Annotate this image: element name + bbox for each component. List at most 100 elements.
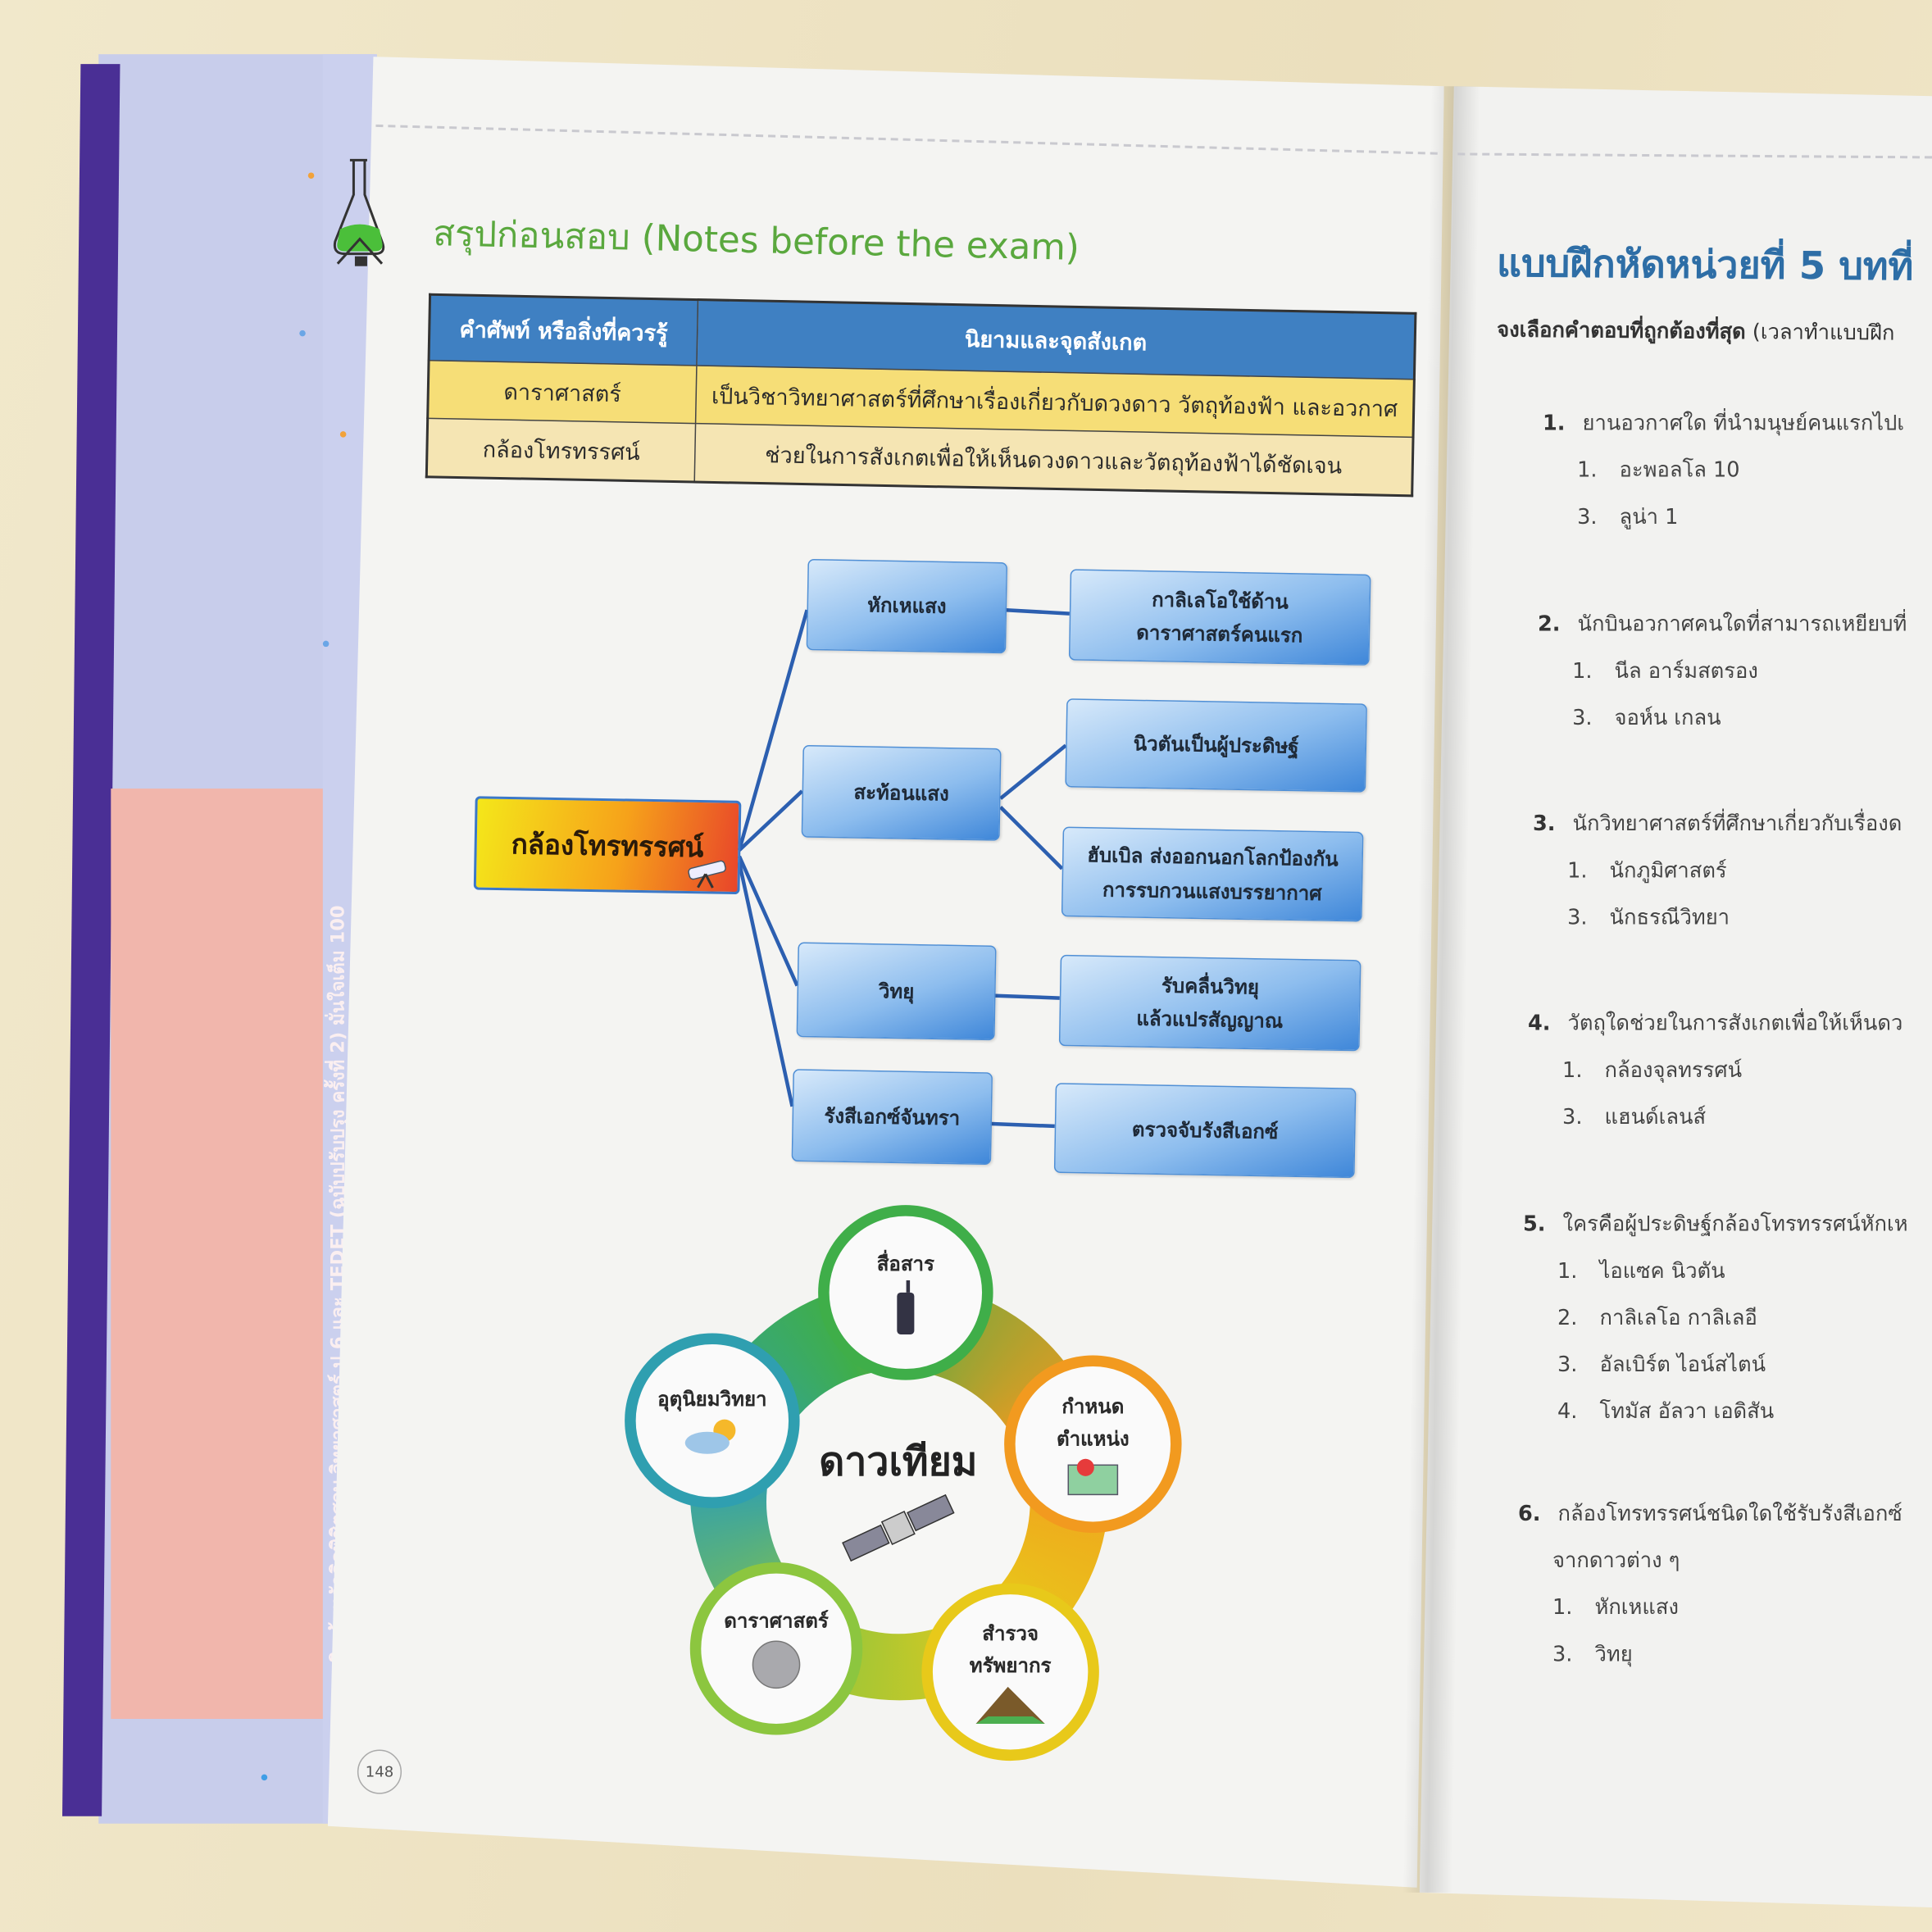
branch-radio: วิทยุ	[796, 942, 997, 1041]
satellite-icon	[842, 1493, 955, 1562]
option-number: 3.	[1567, 905, 1588, 930]
petal-meteorology: อุตุนิยมวิทยา	[625, 1333, 800, 1508]
option-text: วิทยุ	[1594, 1642, 1633, 1667]
question-stem: 1. ยานอวกาศใด ที่นำมนุษย์คนแรกไปเ	[1543, 401, 1904, 448]
connector	[737, 855, 799, 987]
leaf-line: แล้วแปรสัญญาณ	[1136, 1007, 1284, 1033]
answer-option[interactable]: 1. กล้องจุลทรรศน์	[1528, 1048, 1902, 1094]
answer-option[interactable]: 2.กาลิเลโอ กาลิเลอี	[1523, 1295, 1908, 1342]
question-number: 6.	[1517, 1502, 1541, 1527]
petal-label: ดาราศาสตร์	[724, 1609, 829, 1634]
answer-option[interactable]: 1.นักภูมิศาสตร์	[1533, 848, 1902, 894]
connector	[999, 743, 1067, 800]
answer-option[interactable]: 3.ลูน่า 1	[1543, 494, 1904, 541]
decor-dot	[307, 172, 315, 179]
walkie-talkie-icon	[897, 1280, 915, 1334]
option-text: หักเหแสง	[1594, 1595, 1679, 1621]
decor-dot	[339, 431, 347, 438]
leaf-radio: รับคลื่นวิทยุแล้วแปรสัญญาณ	[1058, 954, 1361, 1052]
question-text: กล้องโทรทรรศน์ชนิดใดใช้รับรังสีเอกซ์	[1557, 1502, 1902, 1527]
exercise-heading: แบบฝึกหัดหน่วยที่ 5 บทที่	[1496, 241, 1914, 290]
question-stem: 4.วัตถุใดช่วยในการสังเกตเพื่อให้เห็นดว	[1528, 1001, 1902, 1048]
pink-page-band	[111, 789, 333, 1719]
option-text: อะพอลโล 10	[1619, 458, 1740, 484]
answer-option[interactable]: 3.นักธรณีวิทยา	[1533, 894, 1902, 941]
petal-label: อุตุนิยมวิทยา	[657, 1387, 767, 1411]
weather-icon	[684, 1419, 736, 1454]
answer-option[interactable]: 3. วิทยุ	[1518, 1631, 1902, 1678]
answer-option[interactable]: 1.ไอแซค นิวตัน	[1523, 1248, 1908, 1295]
root-label: กล้องโทรทรรศน์	[511, 829, 704, 864]
answer-option[interactable]: 1. อะพอลโล 10	[1543, 448, 1904, 494]
question-number: 2.	[1537, 612, 1561, 638]
connector	[989, 1121, 1055, 1129]
question-number: 4.	[1527, 1011, 1551, 1037]
petal-label: สื่อสาร	[876, 1252, 934, 1276]
question-3: 3.นักวิทยาศาสตร์ที่ศึกษาเกี่ยวกับเรื่องด…	[1533, 801, 1902, 941]
leaf-line: กาลิเลโอใช้ด้าน	[1151, 587, 1289, 614]
question-2: 2.นักบินอวกาศคนใดที่สามารถเหยียบที่1.นีล…	[1538, 602, 1907, 742]
question-stem: 5.ใครคือผู้ประดิษฐ์กล้องโทรทรรศน์หักเห	[1523, 1202, 1908, 1248]
option-text: ไอแซค นิวตัน	[1599, 1259, 1725, 1284]
leaf-line: การรบกวนแสงบรรยากาศ	[1102, 877, 1322, 905]
answer-option[interactable]: 1. หักเหแสง	[1518, 1584, 1902, 1631]
leaf-hubble: ฮับเบิล ส่งออกนอกโลกป้องกันการรบกวนแสงบร…	[1061, 826, 1364, 922]
option-number: 3.	[1557, 1352, 1578, 1378]
branch-xray: รังสีเอกซ์จันทรา	[791, 1069, 993, 1166]
option-text: โทมัส อัลวา เอดิสัน	[1599, 1399, 1775, 1425]
leaf-line: ดาราศาสตร์คนแรก	[1136, 621, 1303, 648]
leaf-xray: ตรวจจับรังสีเอกซ์	[1053, 1083, 1357, 1179]
leaf-line: รับคลื่นวิทยุ	[1161, 973, 1260, 999]
instruction-bold: จงเลือกคำตอบที่ถูกต้องที่สุด	[1497, 317, 1746, 345]
question-stem: 3.นักวิทยาศาสตร์ที่ศึกษาเกี่ยวกับเรื่องด	[1533, 801, 1902, 848]
decor-dot	[299, 330, 306, 337]
question-number: 1.	[1543, 411, 1566, 437]
option-text: ลูน่า 1	[1619, 505, 1679, 530]
leaf-line: นิวตันเป็นผู้ประดิษฐ์	[1133, 732, 1299, 759]
answer-option[interactable]: 4.โทมัส อัลวา เอดิสัน	[1523, 1389, 1908, 1435]
connector	[738, 789, 804, 852]
option-number: 1.	[1577, 458, 1598, 484]
option-number: 2.	[1557, 1306, 1578, 1331]
telescope-icon	[688, 860, 726, 889]
moon-icon	[752, 1640, 801, 1689]
decor-dot	[322, 640, 330, 648]
connector	[1003, 607, 1070, 616]
exercise-instruction: จงเลือกคำตอบที่ถูกต้องที่สุด (เวลาทำแบบฝ…	[1497, 313, 1895, 350]
branch-label: วิทยุ	[878, 979, 915, 1003]
answer-option[interactable]: 3.แฮนด์เลนส์	[1528, 1094, 1902, 1141]
branch-refracting: หักเหแสง	[806, 558, 1008, 654]
instruction-rest: (เวลาทำแบบฝึก	[1745, 320, 1895, 347]
option-number: 1.	[1562, 1058, 1583, 1084]
option-number: 1.	[1572, 659, 1593, 684]
answer-option[interactable]: 3. อัลเบิร์ต ไอน์สไตน์	[1523, 1342, 1908, 1389]
option-text: นักภูมิศาสตร์	[1609, 858, 1727, 884]
option-text: กล้องจุลทรรศน์	[1604, 1058, 1743, 1084]
center-label: ดาวเทียม	[819, 1437, 978, 1484]
map-pin-icon	[1067, 1458, 1119, 1495]
option-text: จอห์น เกลน	[1614, 706, 1721, 731]
option-text: นีล อาร์มสตรอง	[1614, 659, 1758, 684]
option-number: 1.	[1552, 1595, 1573, 1621]
option-number: 3.	[1562, 1105, 1583, 1130]
option-number: 3.	[1572, 706, 1593, 731]
page-number: 148	[357, 1749, 402, 1794]
branch-reflecting: สะท้อนแสง	[801, 744, 1002, 841]
option-number: 3.	[1552, 1642, 1573, 1667]
answer-option[interactable]: 3. จอห์น เกลน	[1538, 695, 1907, 742]
question-text: ยานอวกาศใด ที่นำมนุษย์คนแรกไปเ	[1582, 411, 1905, 437]
option-text: อัลเบิร์ต ไอน์สไตน์	[1599, 1352, 1766, 1378]
petal-navigation: กำหนด ตำแหน่ง	[1004, 1355, 1182, 1533]
answer-option[interactable]: 1. นีล อาร์มสตรอง	[1538, 648, 1907, 695]
leaf-newton: นิวตันเป็นผู้ประดิษฐ์	[1065, 698, 1367, 793]
decor-dot	[261, 1774, 268, 1781]
question-6: 6.กล้องโทรทรรศน์ชนิดใดใช้รับรังสีเอกซ์จา…	[1518, 1491, 1902, 1678]
petal-communication: สื่อสาร	[818, 1205, 993, 1380]
leaf-line: ฮับเบิล ส่งออกนอกโลกป้องกัน	[1087, 843, 1339, 871]
question-number: 5.	[1522, 1212, 1546, 1238]
connector	[999, 806, 1064, 871]
